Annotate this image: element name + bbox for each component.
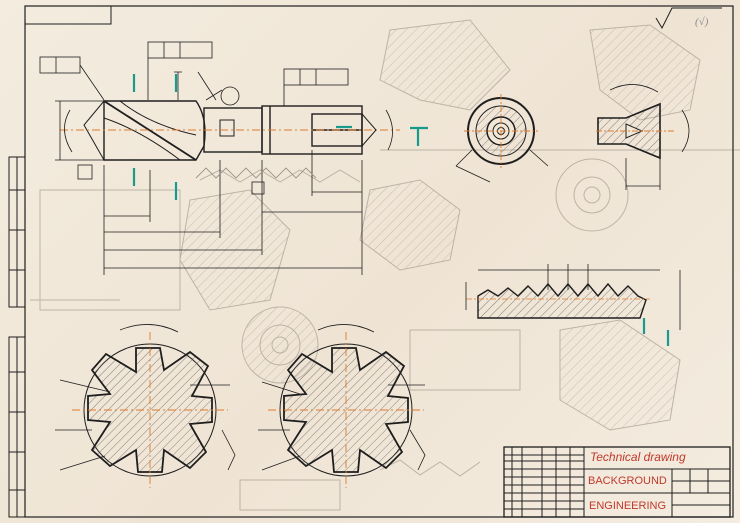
- title-block-line-2: ENGINEERING: [589, 500, 667, 512]
- title-block-line-1: BACKGROUND: [588, 475, 667, 487]
- cross-section-leaders: [55, 324, 426, 471]
- thread-section: [465, 264, 681, 330]
- sheet-frame: [8, 5, 734, 518]
- roughness-label: (√): [695, 16, 709, 28]
- cross-section-left: [71, 331, 229, 489]
- background-ghost-sketches: [30, 19, 740, 511]
- teal-datum-marks: [132, 74, 670, 346]
- title-block-title: Technical drawing: [590, 450, 686, 464]
- drill-dimensions: [39, 41, 393, 275]
- drill-end-view: [455, 94, 549, 183]
- drill-side-view: [60, 100, 400, 161]
- roughness-symbol: [655, 7, 722, 30]
- thread-ghost-profile: [195, 167, 317, 179]
- title-block: [503, 446, 731, 518]
- drill-tip-detail: [596, 84, 690, 190]
